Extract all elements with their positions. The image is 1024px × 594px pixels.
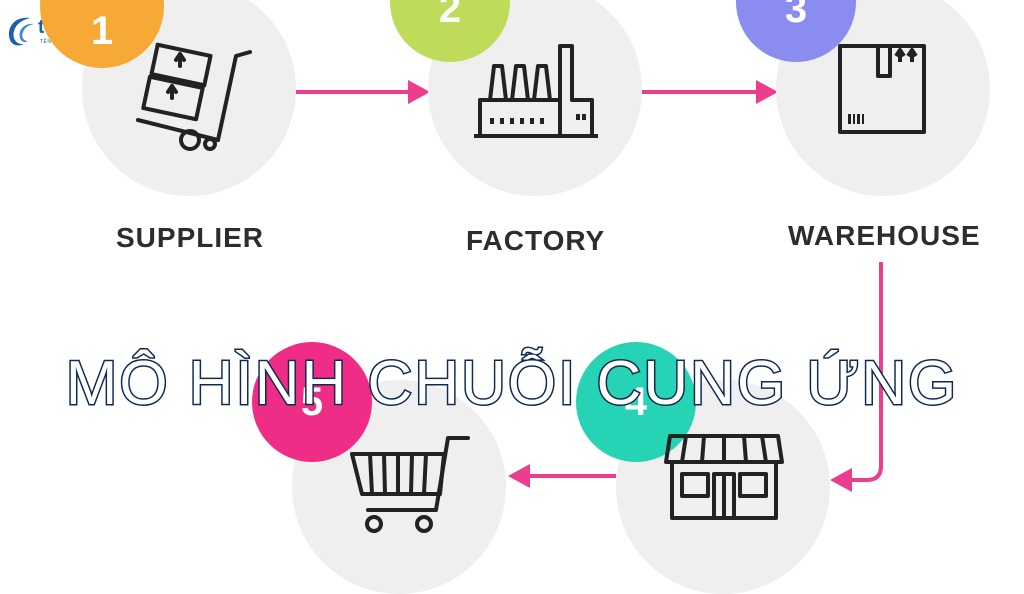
shopping-cart-icon <box>350 436 470 533</box>
connector-arrows <box>296 80 883 492</box>
factory-icon <box>474 44 598 138</box>
step-label-warehouse: WAREHOUSE <box>788 220 981 251</box>
step-label-supplier: SUPPLIER <box>116 222 265 253</box>
supply-chain-diagram: tenten VN TÊN MIỀN & WEB HOSTING 1 2 3 4… <box>8 0 990 594</box>
logo-swoosh-icon <box>8 17 34 46</box>
arrow-warehouse-store <box>850 262 883 482</box>
hand-truck-boxes-icon <box>136 42 252 151</box>
step-label-factory: FACTORY <box>466 225 606 256</box>
warehouse-box-icon <box>838 44 926 134</box>
step-badge-5: 5 <box>252 342 372 462</box>
store-icon <box>664 434 784 520</box>
step-badge-4: 4 <box>576 342 696 462</box>
page-title: MÔ HÌNH CHUỖI CUNG ỨNG <box>64 348 959 420</box>
